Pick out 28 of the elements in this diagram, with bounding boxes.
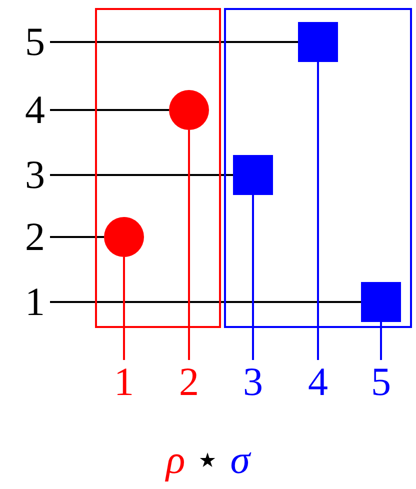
group-frame bbox=[224, 8, 412, 328]
row-number: 4 bbox=[20, 88, 50, 132]
square-marker bbox=[361, 282, 401, 322]
row-number: 2 bbox=[20, 215, 50, 259]
square-marker bbox=[233, 155, 273, 195]
connector-line bbox=[50, 41, 298, 43]
square-marker bbox=[298, 22, 338, 62]
connector-line bbox=[188, 130, 190, 360]
connector-line bbox=[123, 257, 125, 360]
connector-line bbox=[317, 62, 319, 360]
connector-line bbox=[252, 195, 254, 360]
column-number: 1 bbox=[109, 360, 139, 404]
circle-marker bbox=[104, 217, 144, 257]
connector-line bbox=[380, 322, 382, 360]
column-number: 2 bbox=[174, 360, 204, 404]
row-number: 3 bbox=[20, 153, 50, 197]
connector-line bbox=[50, 236, 104, 238]
column-number: 5 bbox=[366, 360, 396, 404]
caption: ρ ⋆ σ bbox=[164, 436, 252, 483]
row-number: 1 bbox=[20, 280, 50, 324]
column-number: 3 bbox=[238, 360, 268, 404]
group-frame bbox=[94, 8, 220, 328]
connector-line bbox=[50, 109, 169, 111]
connector-line bbox=[50, 301, 361, 303]
connector-line bbox=[50, 174, 233, 176]
circle-marker bbox=[169, 90, 209, 130]
column-number: 4 bbox=[303, 360, 333, 404]
row-number: 5 bbox=[20, 20, 50, 64]
